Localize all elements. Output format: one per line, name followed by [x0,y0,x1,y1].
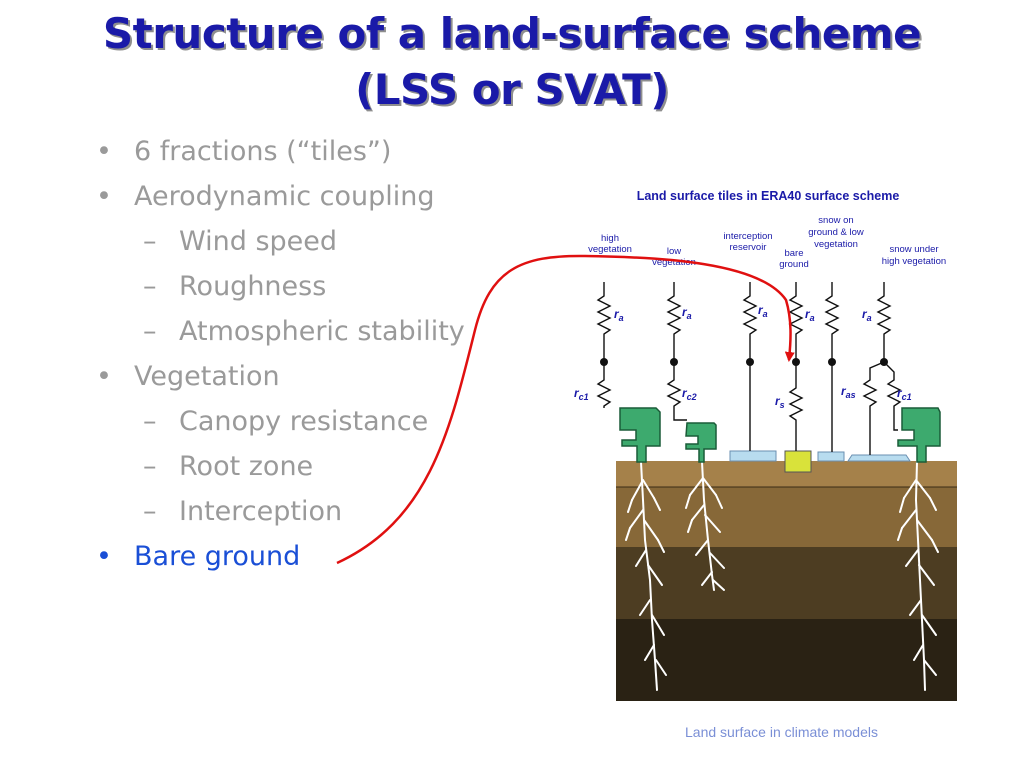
sub-bullet-marker: – [143,451,157,482]
symbol-ra-col3: ra [758,303,768,319]
high-vegetation-canopy [619,407,661,463]
label-snow-under-high-veg-2: high vegetation [882,256,946,267]
slide-title: Structure of a land-surface scheme (LSS … [0,6,1024,118]
symbol-ra-col6: ra [862,307,872,323]
label-snow-on-ground-1: snow on [818,215,853,226]
bullet-marker: • [96,541,112,572]
resistance-symbols: ra ra ra ra ra rc1 rc2 rs ras rc1 [574,303,912,410]
label-snow-on-ground-2: ground & low [808,227,864,238]
tile-labels: high vegetation low vegetation intercept… [588,215,946,270]
symbol-rs: rs [775,394,785,410]
label-bare-ground-2: ground [779,259,809,270]
red-pointer-arrow [336,254,795,565]
bullet-marker: • [96,361,112,392]
slide-footer: Land surface in climate models [685,724,878,740]
sub-bullet-text: Interception [179,496,343,527]
soil-layer-3 [616,547,957,619]
bullet-marker: • [96,181,112,212]
sub-bullet-marker: – [143,496,157,527]
sub-bullet-text: Root zone [179,451,314,482]
label-interception-2: reservoir [730,242,767,253]
sub-bullet-marker: – [143,226,157,257]
bullet-marker: • [96,136,112,167]
sub-bullet-marker: – [143,316,157,347]
slide-title-line-2: (LSS or SVAT) [355,65,669,114]
label-low-vegetation-2: vegetation [652,257,696,268]
symbol-rc1-right: rc1 [897,386,912,402]
symbol-ra-col4: ra [805,307,815,323]
interception-reservoir-water [729,450,777,462]
symbol-rc1-left: rc1 [574,386,589,402]
soil-layer-4 [616,619,957,701]
symbol-rc2: rc2 [682,386,697,402]
label-snow-under-high-veg-1: snow under [889,244,938,255]
bullet-text: 6 fractions (“tiles”) [134,136,392,167]
label-high-vegetation-1: high [601,233,619,244]
resistance-network [596,282,902,455]
bullet-text: Bare ground [134,541,301,572]
sub-bullet-marker: – [143,406,157,437]
root-system-snow-under-high-vegetation [897,461,939,691]
soil-layer-2 [616,487,957,547]
sub-bullet-text: Canopy resistance [179,406,429,437]
label-low-vegetation-1: low [667,246,681,257]
slide-title-line-1: Structure of a land-surface scheme [102,9,922,58]
sub-bullet-marker: – [143,271,157,302]
high-vegetation-canopy-snow-tile [897,407,941,463]
symbol-ra-col2: ra [682,305,692,321]
symbol-ras: ras [841,384,856,400]
snow-on-ground [817,451,845,462]
bullet-text: Aerodynamic coupling [134,181,435,212]
snow-under-high-vegetation [847,454,911,462]
diagram-title: Land surface tiles in ERA40 surface sche… [637,189,900,203]
root-system-high-vegetation [625,461,667,691]
label-snow-on-ground-3: vegetation [814,239,858,250]
sub-bullet-text: Roughness [179,271,327,302]
bare-ground-box [784,450,812,473]
root-system-low-vegetation [685,461,725,591]
sub-bullet-text: Wind speed [179,226,338,257]
bullet-text: Vegetation [134,361,280,392]
sub-bullet-text: Atmospheric stability [179,316,465,347]
low-vegetation-canopy [685,422,717,463]
symbol-ra-col1: ra [614,307,624,323]
label-interception-1: interception [723,231,772,242]
circuit-nodes [600,358,888,366]
label-high-vegetation-2: vegetation [588,244,632,255]
label-bare-ground-1: bare [784,248,803,259]
